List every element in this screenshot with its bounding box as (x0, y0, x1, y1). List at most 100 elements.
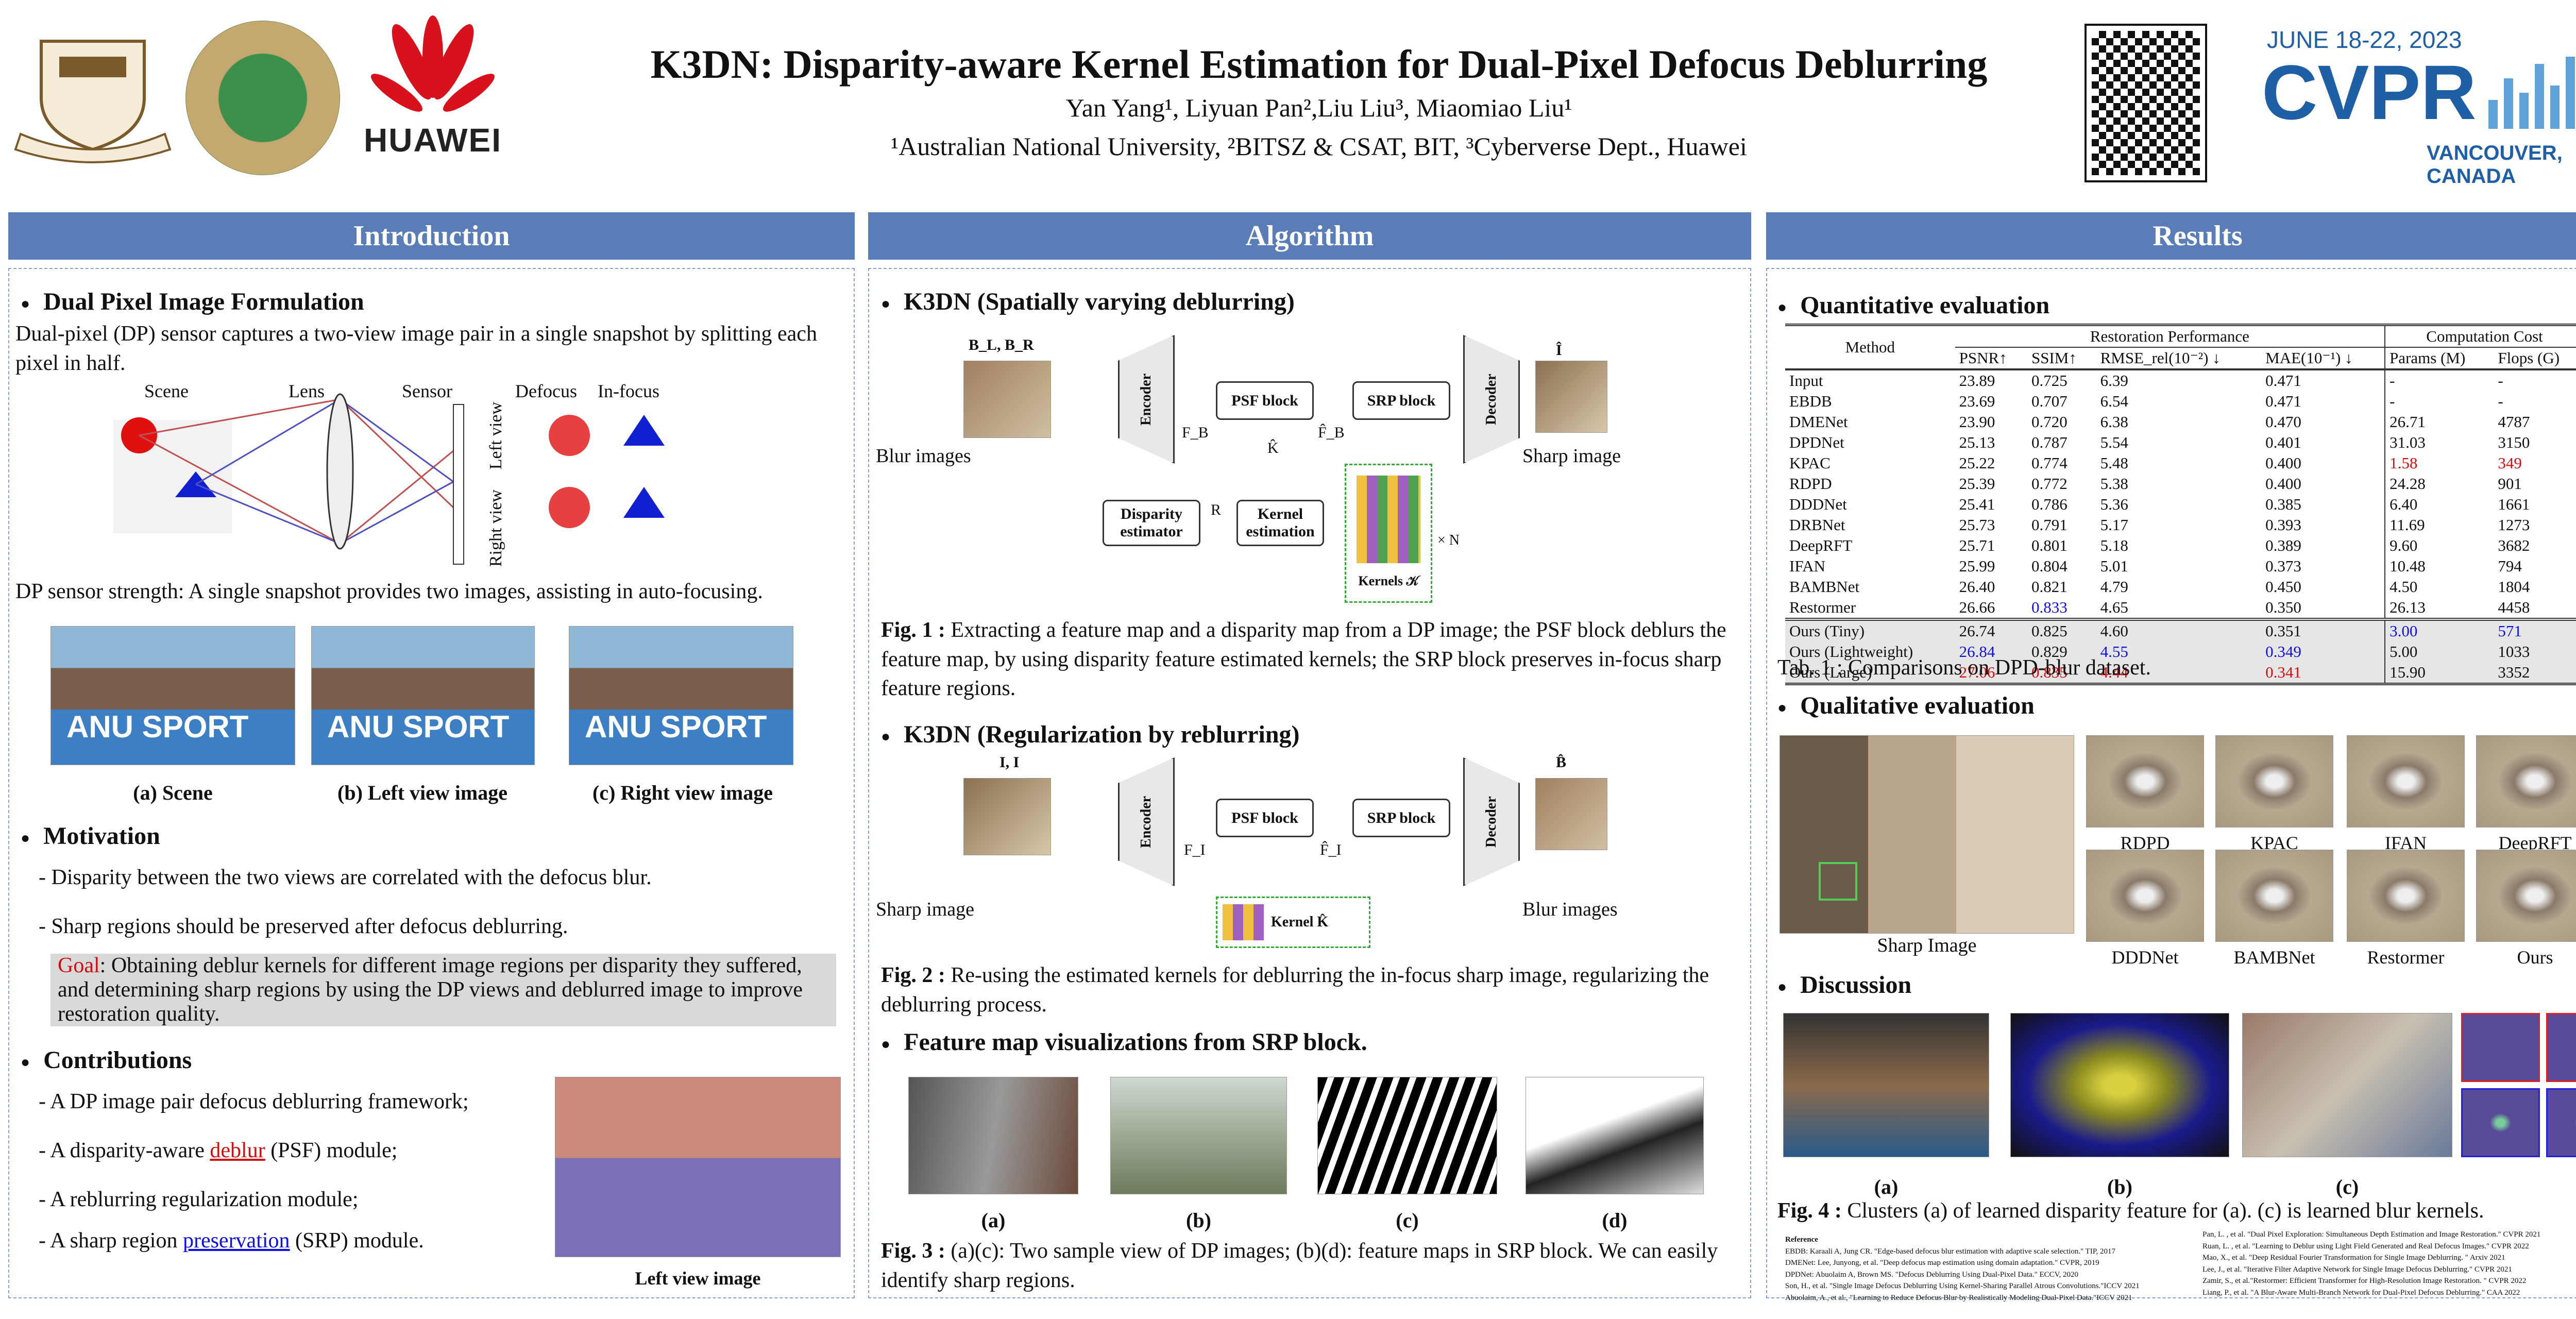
value-cell: 0.350 (2265, 598, 2301, 616)
value-cell: 25.73 (1959, 516, 1995, 534)
value-cell: 0.373 (2265, 557, 2301, 575)
discussion-image-c (2242, 1013, 2452, 1157)
value-cell: 0.786 (2031, 495, 2067, 513)
value-cell: 0.772 (2031, 475, 2067, 493)
reference-item: Abuolaim, A., et al., "Learning to Reduc… (1785, 1293, 2132, 1302)
reference-item: Pan, L. , et al. "Dual Pixel Exploration… (2202, 1230, 2541, 1239)
deblur-link[interactable]: deblur (210, 1139, 265, 1162)
method-cell: DeepRFT (1789, 536, 1853, 554)
fig1-sharp-label: Sharp image (1522, 445, 1621, 467)
right-view-image: ANU SPORT (569, 626, 793, 765)
contribution-2: - A disparity-aware deblur (PSF) module; (39, 1136, 397, 1165)
col-method: Method (1785, 325, 1955, 370)
value-cell: 0.349 (2265, 642, 2301, 661)
value-cell: - (2384, 369, 2494, 391)
value-cell: 26.71 (2384, 412, 2494, 432)
method-cell: RDPD (1789, 475, 1832, 493)
crop-label: BAMBNet (2233, 947, 2315, 968)
value-cell: 901 (2498, 475, 2522, 493)
qr-code[interactable] (2084, 24, 2207, 182)
kernel-tile (2546, 1088, 2576, 1157)
value-cell: - (2498, 392, 2503, 410)
col-header: PSNR↑ (1959, 349, 2007, 367)
value-cell: 0.351 (2265, 622, 2301, 640)
motivation-1: - Disparity between the two views are co… (39, 866, 652, 889)
heading-discussion: Discussion (1777, 971, 1911, 999)
method-cell: KPAC (1789, 454, 1831, 472)
sharp-output-image (1535, 361, 1607, 433)
label-scene: Scene (144, 381, 189, 401)
learned-kernels-grid (2461, 1013, 2576, 1157)
psf-block: PSF block (1216, 799, 1314, 837)
value-cell: 0.389 (2265, 536, 2301, 554)
encoder-block: Encoder (1118, 335, 1175, 464)
reference-item: Mao, X., et al. "Deep Residual Fourier T… (2202, 1254, 2505, 1262)
value-cell: 23.89 (1959, 371, 1995, 390)
value-cell: 0.791 (2031, 516, 2067, 534)
crop-image-deeprft (2476, 735, 2576, 827)
value-cell: 0.471 (2265, 371, 2301, 390)
fig2-input-label: I, I (999, 754, 1020, 771)
value-cell: 1661 (2498, 495, 2530, 513)
kernel-box: Kernel K̂ (1216, 897, 1370, 948)
reference-item: DMENet: Lee, Junyong, et al. "Deep defoc… (1785, 1259, 2099, 1267)
psf-block: PSF block (1216, 381, 1314, 420)
method-cell: Restormer (1789, 598, 1856, 616)
blur-image (963, 361, 1051, 438)
disc-label-c: (c) (2335, 1175, 2359, 1198)
value-cell: 4787 (2498, 413, 2530, 431)
group-cost: Computation Cost (2384, 325, 2576, 348)
value-cell: 10.48 (2384, 556, 2494, 577)
crop-image-bambnet (2215, 850, 2333, 942)
value-cell: 0.470 (2265, 413, 2301, 431)
scene-image: ANU SPORT (50, 626, 295, 765)
fig1-out: Î (1556, 342, 1562, 359)
fig3-caption: Fig. 3 : (a)(c): Two sample view of DP i… (881, 1237, 1741, 1295)
dp-strength: DP sensor strength: A single snapshot pr… (15, 580, 763, 603)
fig3-text: (a)(c): Two sample view of DP images; (b… (881, 1239, 1718, 1292)
value-cell: 0.393 (2265, 516, 2301, 534)
fig2-fih: F̂_I (1320, 841, 1342, 858)
heading-dual-pixel: Dual Pixel Image Formulation (21, 288, 364, 316)
method-cell: Input (1789, 371, 1823, 390)
fig1-input-label: B_L, B_R (969, 336, 1034, 353)
heading-contributions: Contributions (21, 1046, 192, 1074)
kernel-cube-icon (1357, 476, 1420, 563)
blur-output-image (1535, 778, 1607, 850)
references-right: Pan, L. , et al. "Dual Pixel Exploration… (2202, 1229, 2576, 1298)
label-left-view: Left view (486, 402, 505, 470)
fig4-caption: Fig. 4 : Clusters (a) of learned dispari… (1777, 1196, 2576, 1226)
text: - A disparity-aware (39, 1139, 210, 1162)
value-cell: 0.801 (2031, 536, 2067, 554)
col-header: MAE(10⁻¹) ↓ (2265, 349, 2353, 367)
value-cell: 23.90 (1959, 413, 1995, 431)
value-cell: 31.03 (2384, 432, 2494, 453)
left-view-image: ANU SPORT (311, 626, 535, 765)
cvpr-name: CVPR (2262, 49, 2477, 136)
method-cell: DRBNet (1789, 516, 1845, 534)
value-cell: 0.774 (2031, 454, 2067, 472)
value-cell: 24.28 (2384, 474, 2494, 494)
discussion-image-b (2010, 1013, 2229, 1157)
disc-label-b: (b) (2107, 1175, 2132, 1198)
value-cell: 3.00 (2384, 619, 2494, 641)
value-cell: 0.804 (2031, 557, 2067, 575)
decoder-block: Decoder (1463, 335, 1520, 464)
method-cell: IFAN (1789, 557, 1826, 575)
preservation-link[interactable]: preservation (182, 1229, 290, 1253)
contribution-3: - A reblurring regularization module; (39, 1188, 359, 1211)
value-cell: 0.833 (2031, 598, 2067, 616)
dp-optics-diagram: Scene Lens Sensor Defocus In-focus Left … (113, 379, 732, 569)
crop-image-rdpd (2086, 735, 2204, 827)
heading-k3dn-reblur: K3DN (Regularization by reblurring) (881, 720, 1299, 749)
kernel-estimation-block: Kernel estimation (1236, 500, 1324, 546)
sharp-image (1780, 735, 2074, 934)
heading-qualitative: Qualitative evaluation (1777, 691, 2035, 720)
